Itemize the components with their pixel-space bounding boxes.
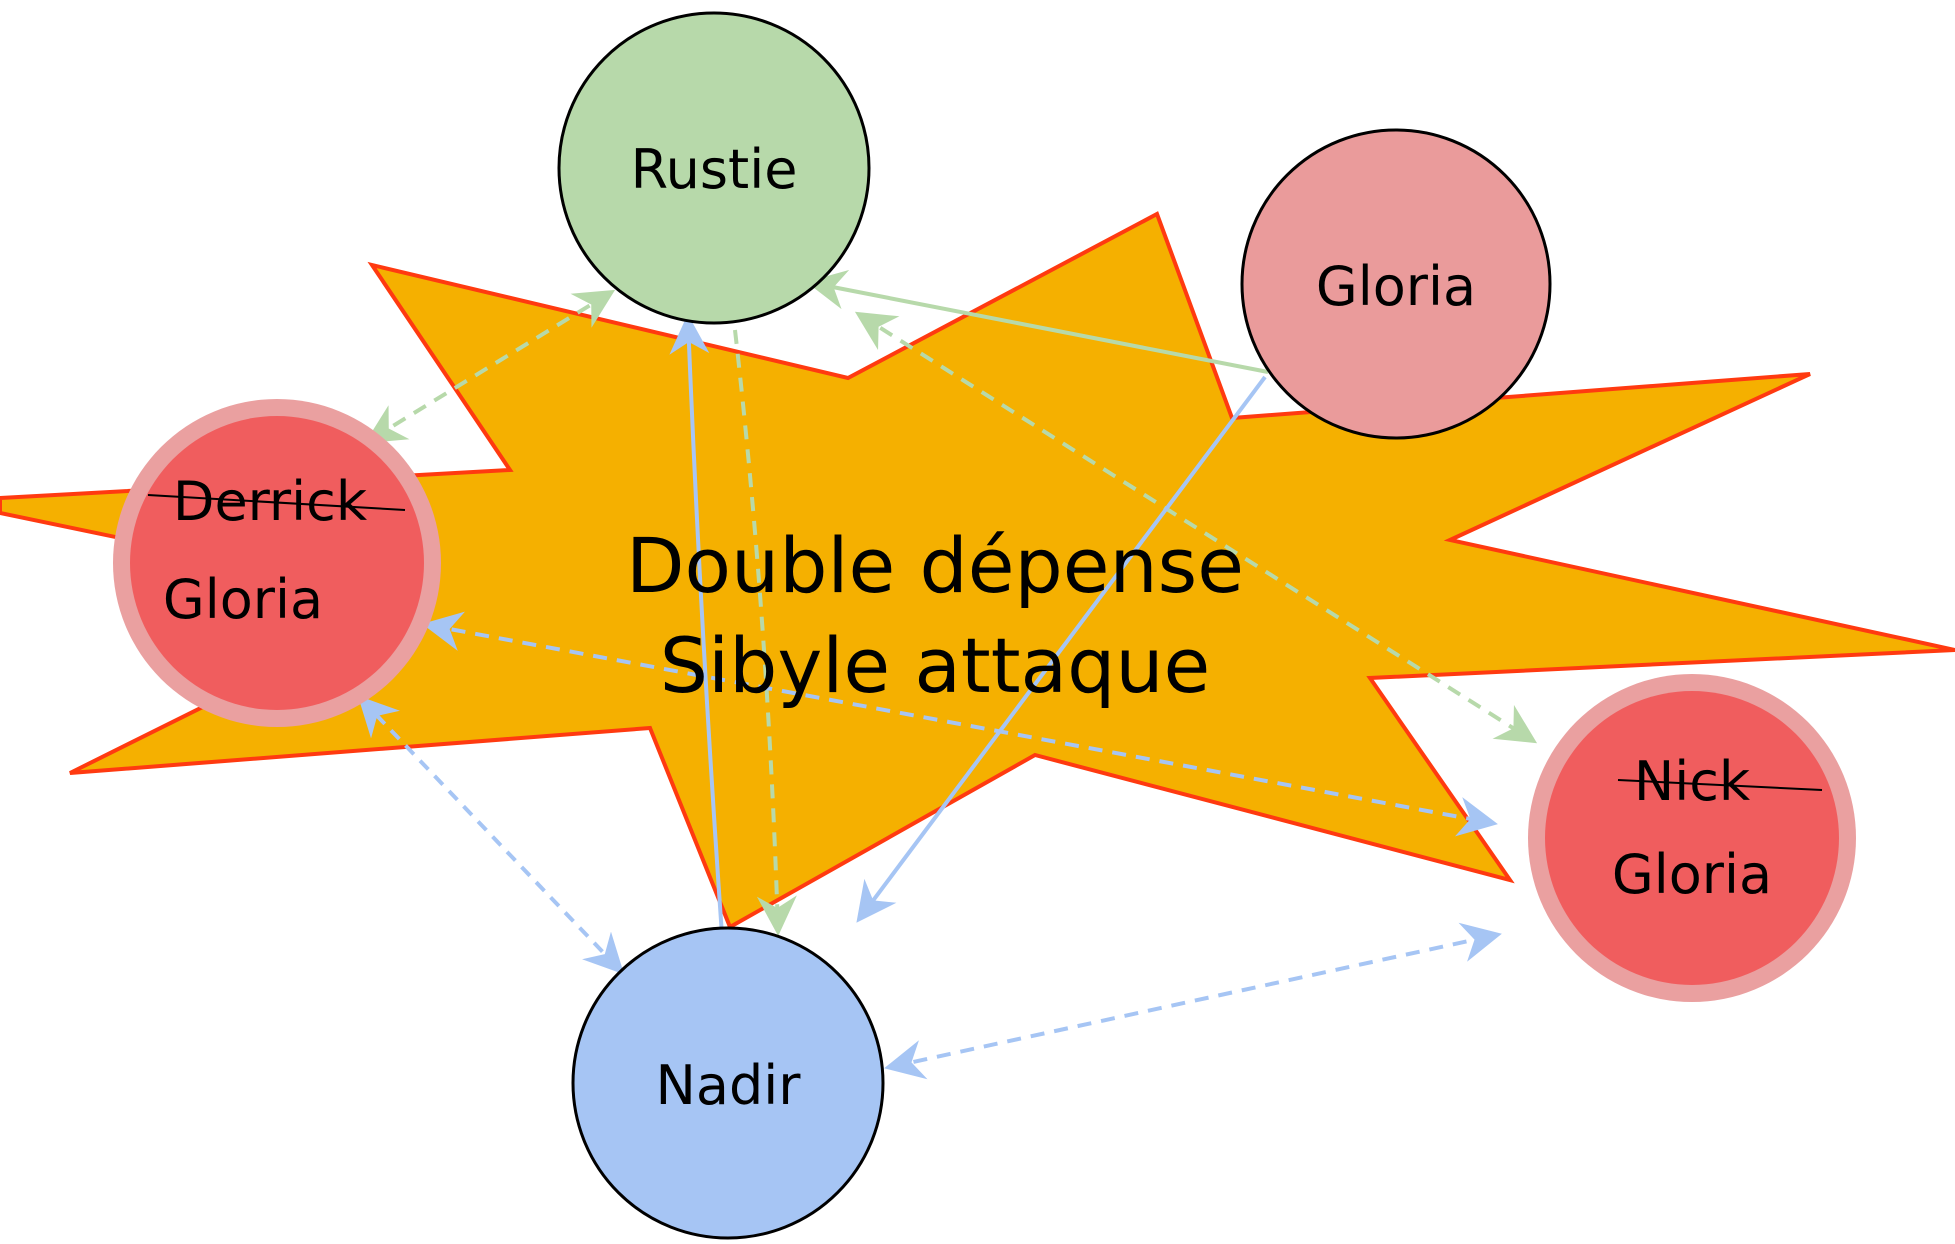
node-nadir: Nadir [571,926,885,1240]
node-nadir-label: Nadir [656,1054,802,1117]
node-derrick-strikethrough [147,494,406,511]
node-gloria-top-circle [1240,128,1552,440]
node-rustie-circle [557,11,871,325]
edge-derrick-nick [422,611,1498,837]
edges [357,269,1538,1080]
node-gloria-top-label: Gloria [1316,255,1476,318]
node-derrick-label: Gloria [163,568,323,631]
node-derrick-gloria: Derrick Gloria [113,399,441,727]
edge-rustie-nick [854,311,1538,744]
node-nick-strikethrough [1617,779,1823,791]
node-derrick-circle [130,416,424,710]
node-gloria-top: Gloria [1240,128,1552,440]
node-rustie-label: Rustie [631,138,798,201]
node-rustie: Rustie [557,11,871,325]
attack-title-line1: Double dépense [626,521,1244,610]
node-nadir-circle [571,926,885,1240]
node-nick-label: Gloria [1612,843,1772,906]
attack-title-line2: Sibyle attaque [660,621,1211,710]
node-nick-gloria: Nick Gloria [1528,674,1856,1002]
edge-nadir-nick [884,922,1502,1080]
node-nick-circle [1545,691,1839,985]
